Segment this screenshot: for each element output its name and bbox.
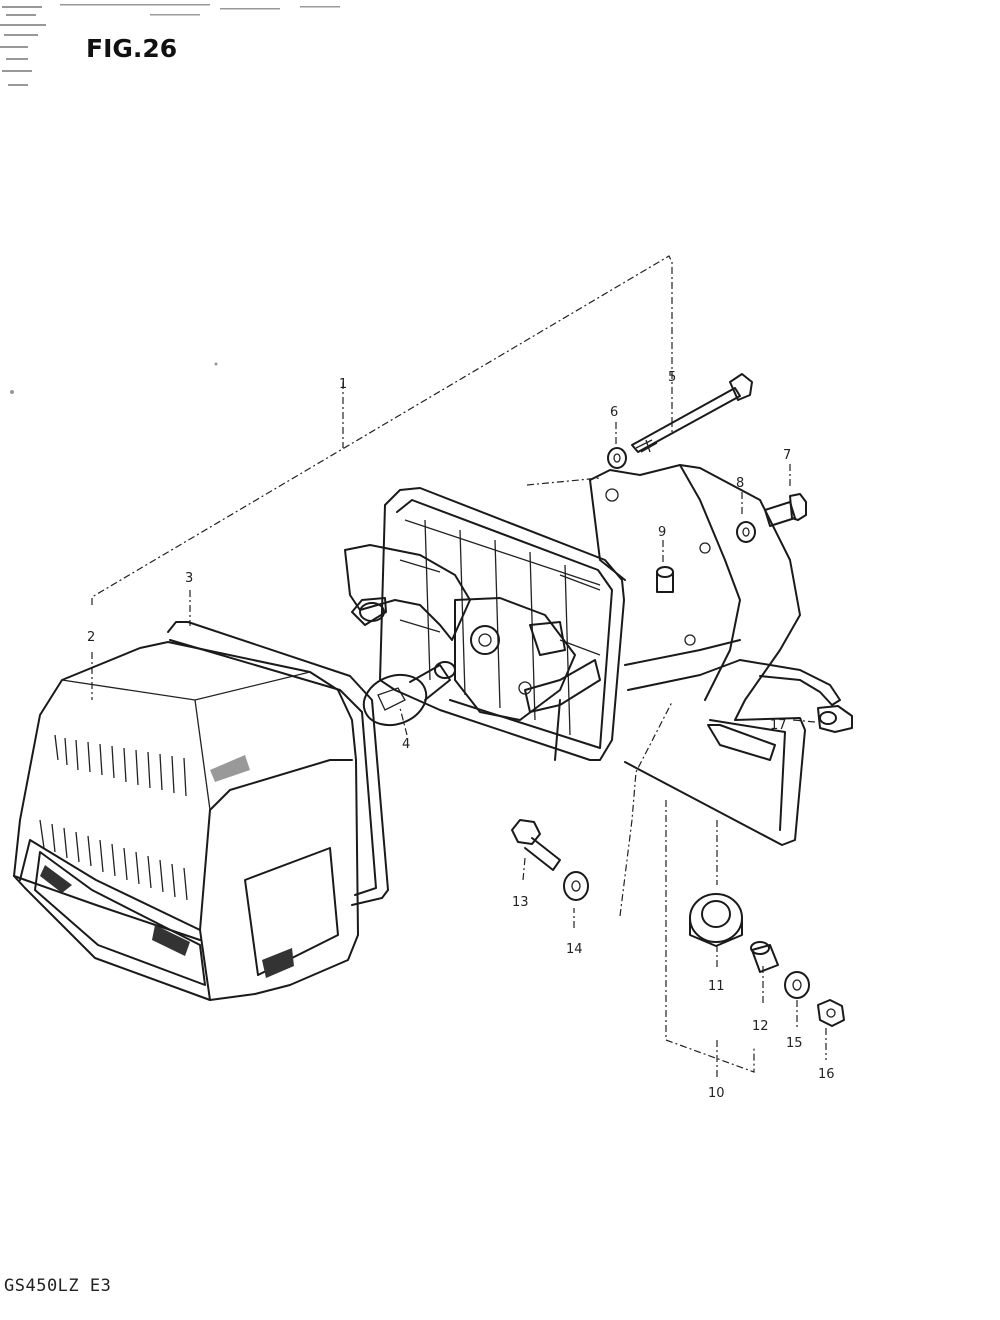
callout-16: 16 — [818, 1067, 835, 1082]
callout-1: 1 — [339, 377, 347, 392]
part-14-washer — [563, 871, 589, 901]
part-3-gasket — [167, 621, 389, 906]
lamp-housing — [379, 487, 625, 761]
callout-10: 10 — [708, 1086, 725, 1101]
reflector-plate — [344, 544, 601, 761]
part-17-grommet — [817, 705, 853, 733]
callout-11: 11 — [708, 979, 725, 994]
wire-harness — [739, 659, 841, 706]
part-16-nut — [817, 999, 845, 1027]
part-7-screw — [764, 493, 807, 527]
callout-8: 8 — [736, 476, 744, 491]
callout-2: 2 — [87, 630, 95, 645]
callout-9: 9 — [658, 525, 666, 540]
part-2-lens — [13, 641, 359, 1001]
callout-14: 14 — [566, 942, 583, 957]
callout-15: 15 — [786, 1036, 803, 1051]
callout-5: 5 — [668, 370, 676, 385]
part-6-washer — [607, 447, 627, 469]
part-4-bulb — [362, 661, 456, 727]
part-13-bolt — [511, 819, 561, 871]
callout-17: 17 — [770, 718, 787, 733]
figure-title: FIG.26 — [86, 34, 178, 63]
callout-7: 7 — [783, 448, 791, 463]
part-9-spacer — [656, 566, 674, 593]
callout-3: 3 — [185, 571, 193, 586]
callout-6: 6 — [610, 405, 618, 420]
scan-noise — [0, 4, 340, 394]
part-12-collar — [750, 941, 779, 973]
part-callouts: 1 2 3 4 5 6 7 8 9 10 11 12 13 14 15 16 1… — [87, 370, 835, 1101]
mounting-bracket — [589, 464, 806, 846]
model-code: GS450LZ E3 — [4, 1276, 112, 1296]
part-8-washer — [736, 521, 756, 543]
callout-12: 12 — [752, 1019, 769, 1034]
part-5-bolt — [631, 373, 753, 453]
part-11-cushion — [689, 893, 743, 947]
callout-13: 13 — [512, 895, 529, 910]
assembly-leader-lines — [91, 255, 827, 1080]
callout-4: 4 — [402, 737, 410, 752]
part-15-washer — [784, 971, 810, 999]
